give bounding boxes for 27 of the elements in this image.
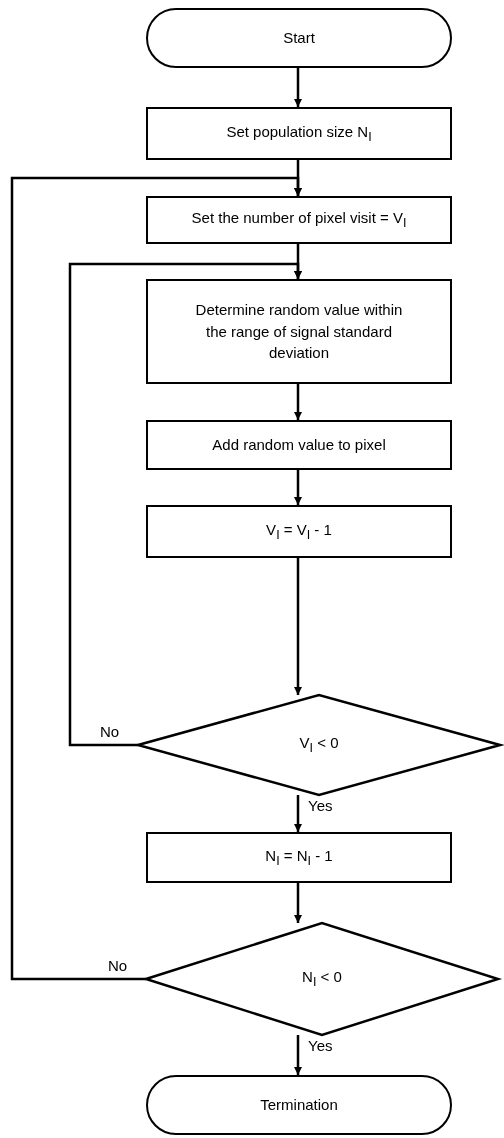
- terminal-shape: [146, 8, 452, 68]
- process-box: [146, 196, 452, 244]
- arrow: [294, 795, 302, 832]
- arrow: [294, 558, 302, 695]
- node-text: Set population size N$_{I}$: [225, 121, 373, 146]
- terminal-shape: [146, 1075, 452, 1135]
- node-text: N$_{I}$ < 0: [302, 967, 342, 992]
- process-box: [146, 107, 452, 160]
- arrow: [10, 176, 302, 981]
- node-text: Add random value to pixel: [211, 435, 387, 456]
- arrow: [294, 883, 302, 923]
- node-text: V$_{I}$ < 0: [299, 733, 339, 758]
- process-box: [146, 279, 452, 384]
- arrow: [294, 68, 302, 107]
- arrow: [294, 384, 302, 420]
- node-text: N$_{I}$ = N$_{I}$ - 1: [264, 845, 334, 870]
- node-text: Termination: [259, 1095, 339, 1116]
- process-box: [146, 420, 452, 470]
- arrow: [294, 1035, 302, 1075]
- node-text: Set the number of pixel visit = V$_{I}$: [190, 208, 408, 233]
- process-box: [146, 832, 452, 883]
- node-text: Determine random value within the range of signal standard deviation: [194, 299, 404, 364]
- node-text: V$_{I}$ = V$_{I}$ - 1: [265, 519, 333, 544]
- process-box: [146, 505, 452, 558]
- node-text: Start: [282, 28, 316, 49]
- arrow: [68, 262, 302, 747]
- arrow: [294, 470, 302, 505]
